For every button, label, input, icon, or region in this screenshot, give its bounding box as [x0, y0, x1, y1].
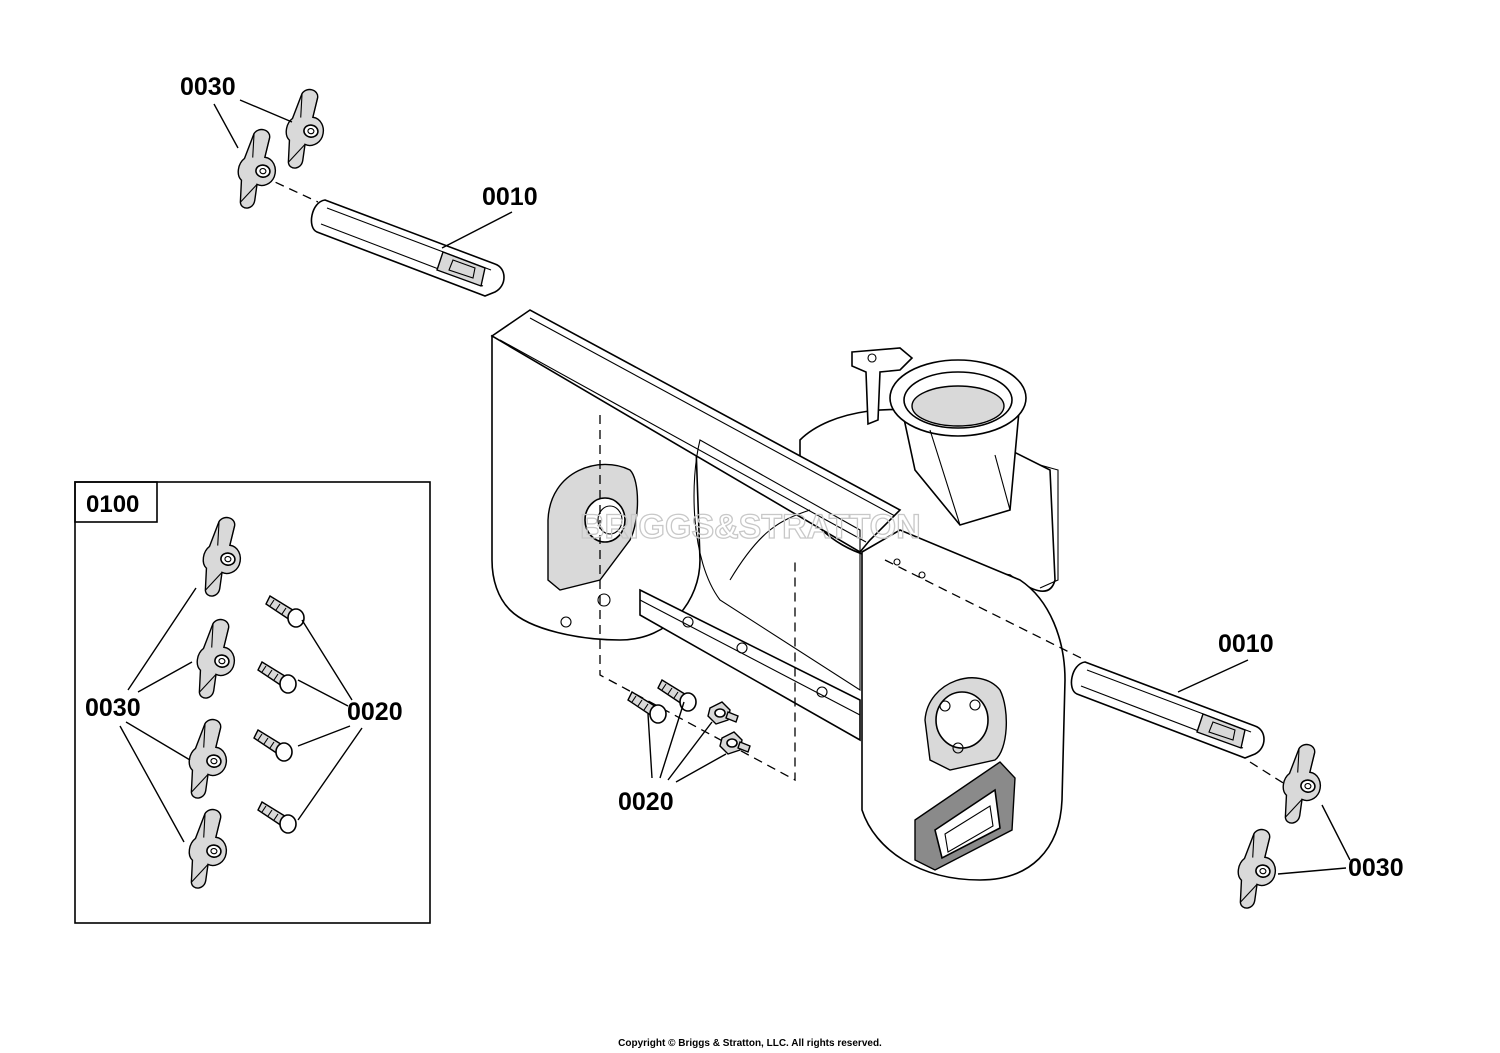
- callout-0030-upper: 0030: [180, 73, 236, 101]
- callout-0020-kit: 0020: [347, 698, 403, 726]
- leader-0030-upper: [213, 99, 293, 149]
- kit-wing-nut-3: [183, 716, 233, 803]
- callout-0030-kit: 0030: [85, 694, 141, 722]
- callout-0010-upper: 0010: [482, 183, 538, 211]
- leader-0010-upper: [441, 211, 513, 249]
- kit-wing-nut-1: [197, 514, 247, 601]
- kit-bolt-2: [257, 661, 297, 694]
- kit-bolt-1: [265, 595, 305, 628]
- kit-wing-nut-2: [191, 616, 241, 703]
- wing-nut-lower-2: [1232, 826, 1282, 913]
- shave-plate-lower: [1070, 661, 1265, 759]
- leader-0020-kit: [297, 619, 363, 821]
- kit-wing-nut-4: [183, 806, 233, 893]
- chute-adapter: [889, 359, 1027, 526]
- kit-label: 0100: [86, 491, 139, 518]
- leader-0010-lower: [1177, 659, 1249, 693]
- leader-0020-housing: [647, 701, 727, 783]
- kit-bolt-4: [257, 801, 297, 834]
- wing-nut-upper-1: [280, 86, 330, 173]
- shave-plate-upper: [310, 199, 505, 297]
- leader-0030-lower: [1277, 804, 1351, 875]
- hex-nut-housing-1: [707, 701, 739, 725]
- auger-housing: [490, 309, 1086, 881]
- kit-bolt-3: [253, 729, 293, 762]
- hex-nut-housing-2: [719, 731, 751, 755]
- assembly-line-upper: [261, 175, 319, 203]
- wing-nut-upper-2: [232, 126, 282, 213]
- hardware-kit-box: 0100 0030 0020: [74, 481, 431, 924]
- callout-0020-housing: 0020: [618, 788, 674, 816]
- callout-0010-lower: 0010: [1218, 630, 1274, 658]
- wing-nut-lower-1: [1277, 741, 1327, 828]
- watermark: BRIGGS&STRATTON: [580, 508, 921, 546]
- callout-0030-lower: 0030: [1348, 854, 1404, 882]
- carriage-bolt-housing-2: [657, 679, 697, 712]
- copyright-notice: Copyright © Briggs & Stratton, LLC. All …: [618, 1038, 882, 1049]
- carriage-bolt-housing-1: [627, 691, 667, 724]
- leader-0030-kit: [119, 587, 197, 843]
- assembly-line-lower: [1249, 761, 1289, 787]
